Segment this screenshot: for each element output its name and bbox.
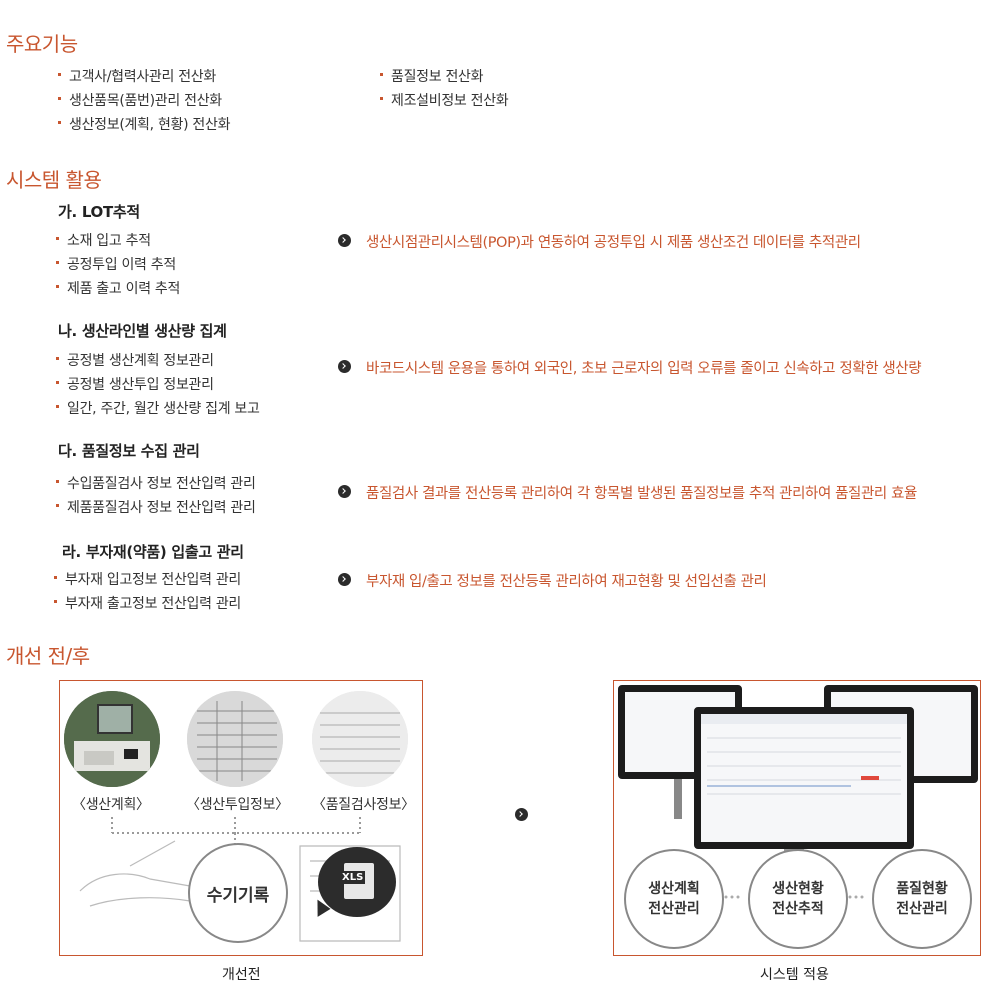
chevron-right-icon — [338, 485, 351, 498]
system-item: 공정별 생산계획 정보관리 — [56, 350, 214, 370]
manual-record-label: 수기기록 — [206, 885, 270, 906]
circle-text: 전산관리 — [896, 901, 948, 917]
before-panel: 〈생산계획〉 〈생산투입정보〉 〈품질검사정보〉 수기기록 XLS — [59, 680, 423, 956]
subsection-heading-lot: 가. LOT추적 — [58, 203, 140, 221]
system-description: 바코드시스템 운용을 통하여 외국인, 초보 근로자의 입력 오류를 줄이고 신… — [366, 361, 922, 377]
circle-text: 생산현황 — [772, 881, 824, 897]
section-title-main-features: 주요기능 — [6, 32, 78, 56]
caption-quality-inspection: 〈품질검사정보〉 — [312, 797, 415, 813]
system-item: 일간, 주간, 월간 생산량 집계 보고 — [56, 398, 260, 418]
label-after: 시스템 적용 — [760, 967, 829, 983]
subsection-heading-quality: 다. 품질정보 수집 관리 — [58, 442, 200, 460]
system-item: 제품품질검사 정보 전산입력 관리 — [56, 497, 256, 517]
feature-item: 생산정보(계획, 현황) 전산화 — [58, 114, 230, 134]
chevron-right-icon — [338, 360, 351, 373]
circle-quality-management: 품질현황 전산관리 — [872, 849, 972, 949]
system-description: 품질검사 결과를 전산등록 관리하여 각 항목별 발생된 품질정보를 추적 관리… — [366, 486, 917, 502]
xls-file-icon: XLS — [318, 847, 396, 917]
system-item: 부자재 출고정보 전산입력 관리 — [54, 593, 241, 613]
system-item: 수입품질검사 정보 전산입력 관리 — [56, 473, 256, 493]
feature-item: 생산품목(품번)관리 전산화 — [58, 90, 222, 110]
system-description: 생산시점관리시스템(POP)과 연동하여 공정투입 시 제품 생산조건 데이터를… — [366, 235, 861, 251]
caption-production-input: 〈생산투입정보〉 — [186, 797, 289, 813]
circle-text: 생산계획 — [648, 881, 700, 897]
feature-item: 품질정보 전산화 — [380, 66, 484, 86]
system-item: 소재 입고 추적 — [56, 230, 151, 250]
manual-record-circle: 수기기록 — [188, 843, 288, 943]
subsection-heading-materials: 라. 부자재(약품) 입출고 관리 — [62, 543, 244, 561]
system-item: 제품 출고 이력 추적 — [56, 278, 180, 298]
circle-status-tracking: 생산현황 전산추적 — [748, 849, 848, 949]
after-panel: 생산계획 전산관리 생산현황 전산추적 품질현황 전산관리 — [613, 680, 981, 956]
system-item: 부자재 입고정보 전산입력 관리 — [54, 569, 241, 589]
circle-text: 전산추적 — [772, 901, 824, 917]
circle-plan-management: 생산계획 전산관리 — [624, 849, 724, 949]
chevron-right-icon — [338, 234, 351, 247]
section-title-system-use: 시스템 활용 — [6, 168, 102, 192]
feature-item: 고객사/협력사관리 전산화 — [58, 66, 216, 86]
section-title-improvement: 개선 전/후 — [6, 644, 90, 668]
production-plan-photo — [64, 691, 160, 787]
quality-inspection-photo — [312, 691, 408, 787]
caption-production-plan: 〈생산계획〉 — [72, 797, 150, 813]
circle-text: 품질현황 — [896, 881, 948, 897]
monitor-front — [694, 707, 914, 849]
system-description: 부자재 입/출고 정보를 전산등록 관리하여 재고현황 및 선입선출 관리 — [366, 574, 767, 590]
subsection-heading-production-line: 나. 생산라인별 생산량 집계 — [58, 322, 227, 340]
chevron-right-icon — [338, 573, 351, 586]
label-before: 개선전 — [222, 967, 261, 983]
system-item: 공정투입 이력 추적 — [56, 254, 176, 274]
circle-text: 전산관리 — [648, 901, 700, 917]
chevron-right-icon — [515, 808, 528, 821]
feature-item: 제조설비정보 전산화 — [380, 90, 509, 110]
system-item: 공정별 생산투입 정보관리 — [56, 374, 214, 394]
production-input-photo — [187, 691, 283, 787]
xls-label: XLS — [340, 871, 366, 884]
